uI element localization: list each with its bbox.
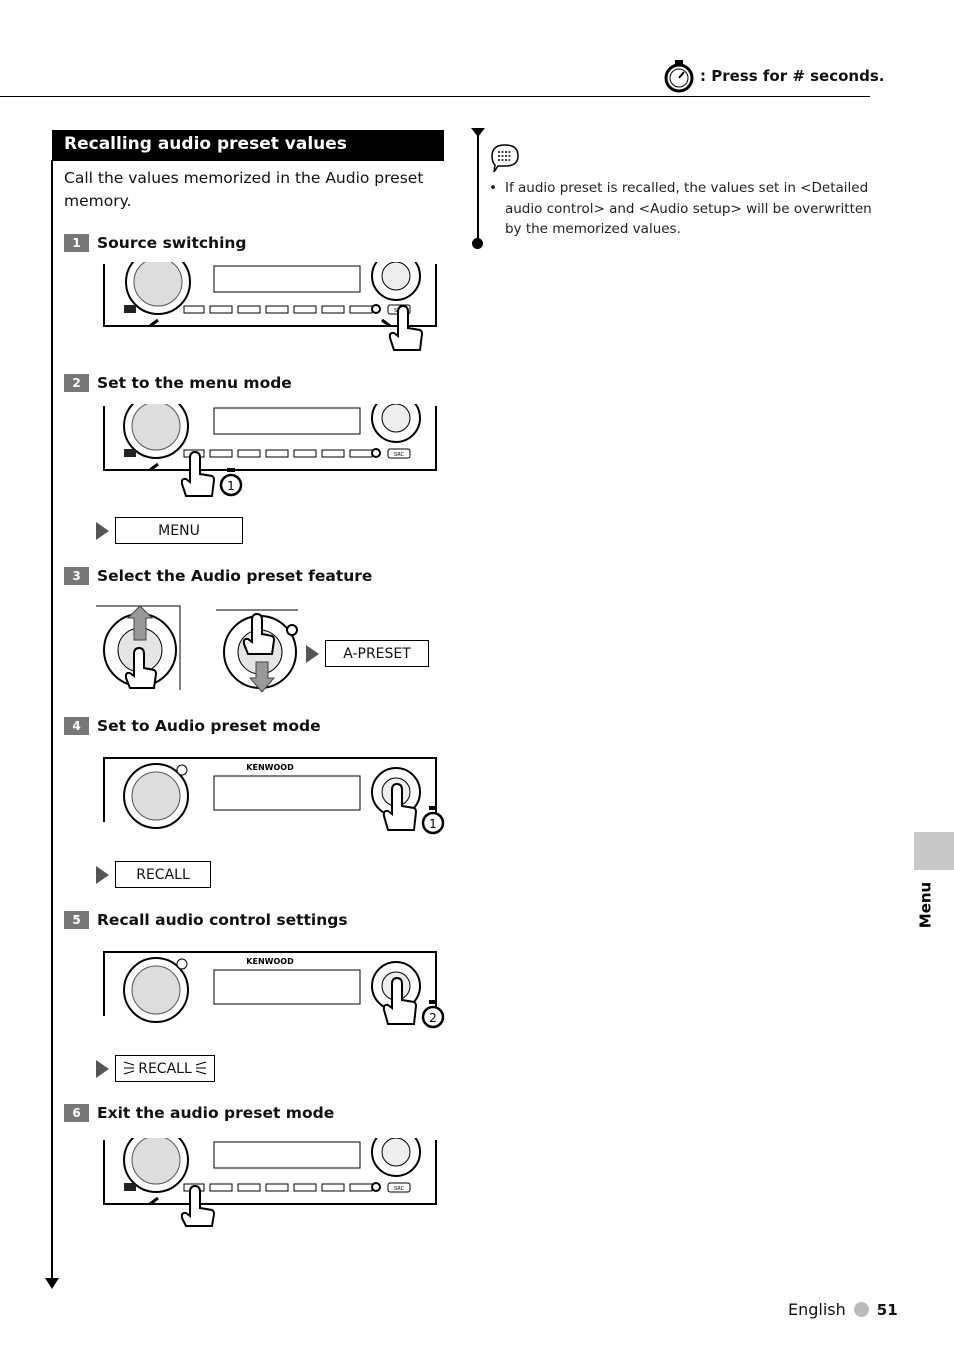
footer-dot-icon (853, 1302, 869, 1317)
step-label: Set to Audio preset mode (97, 717, 321, 735)
src-label: SRC (394, 1186, 404, 1192)
step-1: 1 Source switching (64, 234, 247, 252)
step-number: 5 (64, 911, 89, 929)
step-label: Recall audio control settings (97, 911, 348, 929)
finger-press-icon (382, 782, 418, 831)
finger-press-icon (180, 1184, 216, 1227)
play-arrow-icon (96, 1059, 109, 1078)
display-recall-blinking: RECALL (115, 1055, 215, 1082)
display-recall: RECALL (115, 861, 211, 888)
side-tab (914, 832, 954, 870)
step-number: 6 (64, 1104, 89, 1122)
flow-line (51, 160, 53, 1278)
brand-logo: KENWOOD (246, 957, 294, 966)
side-tab-label: Menu (917, 882, 935, 928)
step-label: Source switching (97, 234, 247, 252)
step-5: 5 Recall audio control settings (64, 911, 348, 929)
finger-press-icon (124, 646, 158, 689)
press-note-text: : Press for # seconds. (700, 67, 885, 85)
step-2: 2 Set to the menu mode (64, 374, 292, 392)
timer-count: 1 (227, 479, 235, 493)
page-footer: English 51 (788, 1300, 898, 1319)
display-row: A-PRESET (306, 640, 429, 667)
step-6: 6 Exit the audio preset mode (64, 1104, 334, 1122)
device-faceplate-illustration: SRC (103, 1138, 437, 1227)
timer-count: 2 (429, 1011, 437, 1025)
section-title: Recalling audio preset values (52, 130, 444, 161)
device-faceplate-illustration: SRC 1 (103, 404, 437, 497)
note-speech-bubble-icon (491, 144, 519, 173)
device-faceplate-illustration: KENWOOD 2 (103, 951, 445, 1029)
brand-logo: KENWOOD (246, 763, 294, 772)
finger-press-icon (180, 450, 216, 497)
play-arrow-icon (306, 644, 319, 663)
step-number: 1 (64, 234, 89, 252)
control-knob-down-illustration (216, 609, 298, 693)
finger-press-icon (382, 976, 418, 1025)
device-faceplate-illustration: SRC (103, 262, 437, 351)
display-menu: MENU (115, 517, 243, 544)
device-faceplate-illustration: KENWOOD 1 (103, 757, 445, 835)
press-note: : Press for # seconds. (664, 58, 884, 94)
play-arrow-icon (96, 865, 109, 884)
step-label: Select the Audio preset feature (97, 567, 373, 585)
blink-marks-icon (123, 1061, 207, 1075)
display-recall-text: RECALL (138, 1060, 192, 1077)
flow-arrow-down-icon (45, 1278, 59, 1289)
timer-badge-icon: 1 (421, 806, 445, 835)
note-item: • If audio preset is recalled, the value… (489, 178, 874, 240)
section-intro: Call the values memorized in the Audio p… (64, 169, 424, 210)
arrow-up-icon (126, 605, 154, 641)
note-text: If audio preset is recalled, the values … (504, 180, 872, 237)
arrow-down-icon (248, 661, 276, 693)
side-tab-text: Menu (917, 882, 935, 928)
note-end-dot (472, 238, 483, 249)
finger-press-icon (388, 304, 424, 351)
step-label: Exit the audio preset mode (97, 1104, 335, 1122)
step-number: 2 (64, 374, 89, 392)
note-arrow-icon (471, 128, 485, 137)
display-row: RECALL (96, 1055, 215, 1082)
src-label: SRC (394, 452, 404, 458)
display-a-preset: A-PRESET (325, 640, 429, 667)
note-bullet: • (489, 180, 497, 196)
footer-language: English (788, 1300, 846, 1319)
display-row: MENU (96, 517, 243, 544)
step-number: 4 (64, 717, 89, 735)
header-rule (0, 96, 870, 97)
step-number: 3 (64, 567, 89, 585)
play-arrow-icon (96, 521, 109, 540)
timer-badge-icon: 1 (219, 468, 243, 497)
control-knob-up-illustration (96, 605, 181, 690)
step-3: 3 Select the Audio preset feature (64, 567, 372, 585)
timer-count: 1 (429, 817, 437, 831)
page-number: 51 (876, 1300, 898, 1319)
timer-badge-icon: 2 (421, 1000, 445, 1029)
finger-press-icon (242, 612, 276, 655)
display-row: RECALL (96, 861, 211, 888)
note-line (477, 134, 479, 244)
step-4: 4 Set to Audio preset mode (64, 717, 321, 735)
stopwatch-icon (664, 60, 694, 93)
step-label: Set to the menu mode (97, 374, 292, 392)
